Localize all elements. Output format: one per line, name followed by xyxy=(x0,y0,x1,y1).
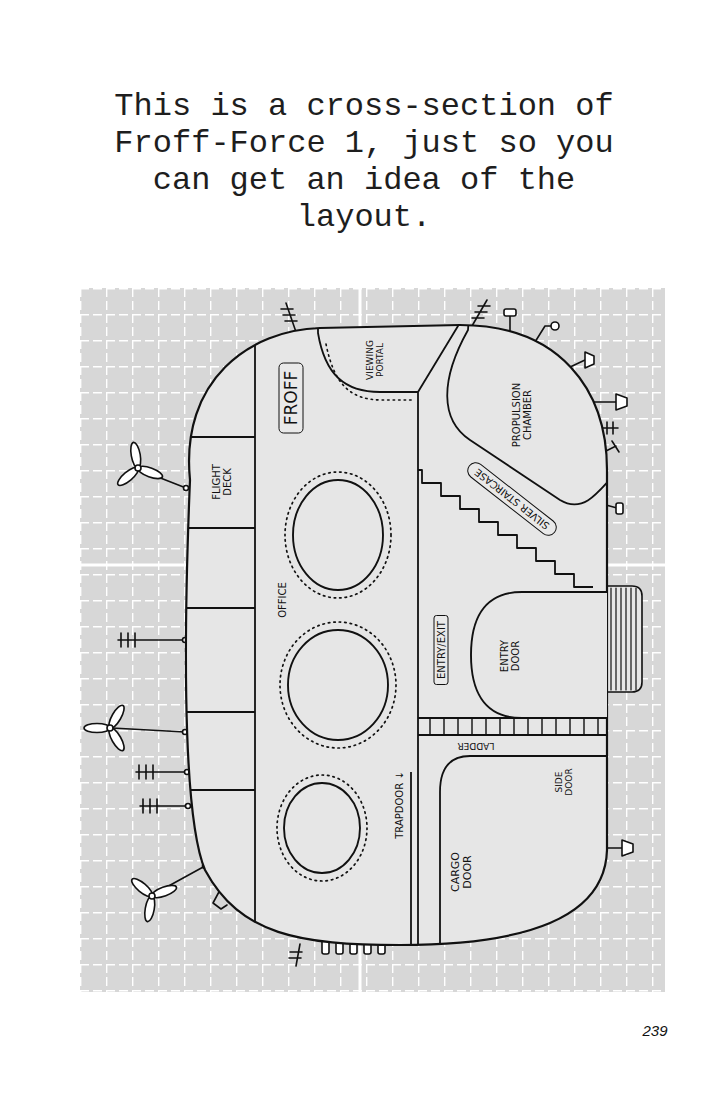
antenna xyxy=(118,633,185,647)
entry-door: ENTRY DOOR xyxy=(470,590,607,720)
antenna xyxy=(140,799,188,813)
ladder-rail xyxy=(418,718,620,735)
porthole-rivets xyxy=(285,472,391,598)
entry-exit-sign: ENTRY/EXIT xyxy=(434,615,449,685)
porthole xyxy=(284,783,360,873)
compartment-label: VIEWING PORTAL xyxy=(366,336,386,384)
propeller-blade xyxy=(129,442,142,469)
hull-gadgets xyxy=(84,300,642,966)
lamp-cone xyxy=(622,840,633,856)
part-label: LADDER xyxy=(457,740,494,750)
door-housing-ridges xyxy=(611,588,636,690)
box-text: SILVER STAIRCASE xyxy=(473,466,552,531)
flight-deck-divider xyxy=(170,437,255,790)
lamp-cup xyxy=(616,503,623,514)
porthole xyxy=(293,480,383,590)
propeller xyxy=(115,442,164,489)
portholes xyxy=(277,472,396,881)
trapdoor-line xyxy=(410,772,412,960)
door-arch xyxy=(471,592,607,718)
box-label: ENTRY/EXIT xyxy=(435,621,446,679)
pipe xyxy=(535,326,551,342)
cargo-door-wall xyxy=(440,756,512,960)
propeller-hub xyxy=(107,725,113,731)
propeller-hub xyxy=(149,893,155,899)
lamp-cup xyxy=(551,322,559,330)
porthole-rivets xyxy=(280,622,396,748)
door-text: ENTRY DOOR xyxy=(499,633,521,679)
nameplate-box: FROFF xyxy=(279,363,304,434)
part-label: SIDE DOOR xyxy=(555,764,575,800)
staircase-tag: SILVER STAIRCASE xyxy=(464,459,560,540)
box-label: SILVER STAIRCASE xyxy=(473,466,552,531)
propeller-hub xyxy=(135,465,141,471)
viewing-portal-wall xyxy=(318,300,418,392)
propeller xyxy=(129,876,178,923)
hull-outline xyxy=(186,325,607,945)
antenna xyxy=(289,944,302,966)
grid-major-line xyxy=(80,288,665,992)
lamp-cup xyxy=(504,309,516,316)
grid-background xyxy=(80,288,665,992)
inner-wall xyxy=(254,300,256,960)
mount-knob xyxy=(184,486,189,491)
door-label: ENTRY DOOR xyxy=(499,633,521,679)
lamp-cone xyxy=(616,394,627,410)
propeller-blade xyxy=(106,726,127,753)
compartment-label: FLIGHT DECK xyxy=(211,457,233,507)
propeller-blade xyxy=(106,703,127,730)
antenna xyxy=(136,765,186,779)
page-number: 239 xyxy=(642,1023,667,1040)
propeller-blade xyxy=(143,895,156,922)
compartment-label: OFFICE xyxy=(277,582,288,618)
antenna xyxy=(281,303,297,332)
door-outline xyxy=(470,590,607,720)
compartment-label: PROPULSION CHAMBER xyxy=(511,378,533,452)
propeller-blade xyxy=(115,465,141,489)
propeller-stem xyxy=(112,728,185,732)
propeller-blade xyxy=(84,724,110,733)
box-text: ENTRY/EXIT xyxy=(435,621,446,679)
box-text: FROFF xyxy=(281,371,300,426)
page-title: This is a cross-section of Froff-Force 1… xyxy=(104,88,624,236)
mount-knob xyxy=(186,804,191,809)
porthole-rivets xyxy=(277,775,367,881)
antenna xyxy=(472,300,490,326)
propeller-blade xyxy=(129,876,155,900)
part-label: CARGO DOOR xyxy=(450,846,474,898)
lamp-cone xyxy=(585,352,594,368)
interior-walls xyxy=(170,300,625,960)
pipe xyxy=(607,847,622,849)
hull-fill xyxy=(186,325,607,945)
porthole xyxy=(288,630,388,740)
part-label: TRAPDOOR ↓ xyxy=(394,771,405,838)
ladder-rung xyxy=(430,718,598,735)
box-label: FROFF xyxy=(281,371,300,426)
side-door-line xyxy=(512,755,620,757)
propeller xyxy=(84,703,127,753)
